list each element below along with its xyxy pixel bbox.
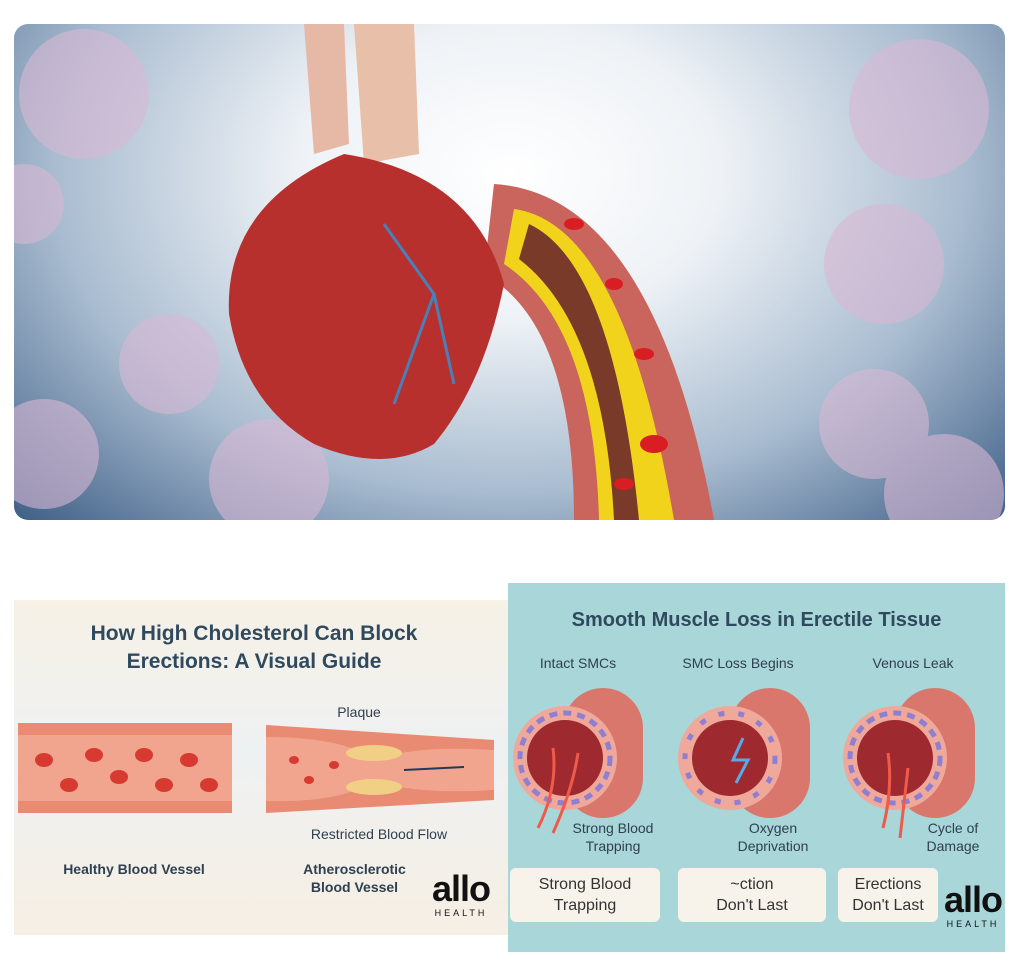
title-line-1: How High Cholesterol Can Block (90, 622, 418, 645)
column-header: Intact SMCs (539, 655, 617, 671)
heart-artery-illustration (14, 24, 1005, 520)
caption: Oxygen (748, 820, 798, 836)
tissue-tubes (513, 688, 975, 839)
restricted-flow-label: Restricted Blood Flow (310, 826, 448, 842)
caption: Deprivation (737, 838, 809, 854)
column-header: Venous Leak (872, 655, 954, 671)
vessel-diagram (18, 723, 494, 813)
healthy-vessel-label: Healthy Blood Vessel (63, 861, 205, 877)
title-line-2: Erections: A Visual Guide (126, 650, 382, 673)
column-header: SMC Loss Begins (682, 655, 794, 671)
caption: Strong Blood (572, 820, 654, 836)
heart-artery-image (14, 24, 1004, 520)
athero-label-1: Atherosclerotic (303, 861, 406, 877)
caption: Damage (926, 838, 980, 854)
cholesterol-infographic: How High Cholesterol Can Block Erections… (14, 600, 508, 935)
plaque-label: Plaque (337, 704, 381, 720)
caption: Cycle of (927, 820, 979, 836)
athero-label-2: Blood Vessel (310, 879, 399, 895)
caption: Trapping (585, 838, 641, 854)
infographic-title: Smooth Muscle Loss in Erectile Tissue (571, 609, 942, 631)
smooth-muscle-infographic: Smooth Muscle Loss in Erectile Tissue In… (508, 583, 1005, 952)
